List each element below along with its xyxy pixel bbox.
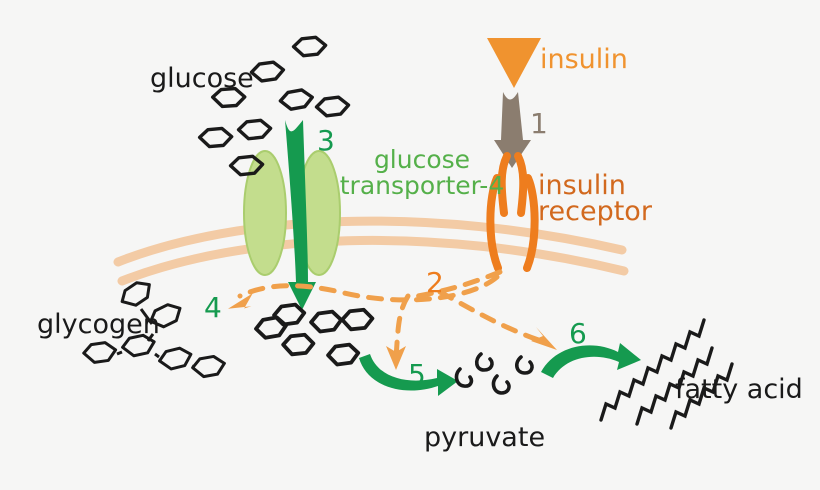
insulin-receptor-protein[interactable] [486,152,539,272]
step-number-4: 4 [204,291,222,324]
glut4-label-line1: glucose [374,145,470,174]
fatty-acid-label: fatty acid [675,374,803,405]
receptor-inner-right-arm [514,152,528,217]
arrowhead-to-fatty-acid [531,327,557,350]
glycogen-molecule [82,281,226,379]
glucose-molecules-intracellular [254,302,375,367]
glycogen-bond [154,352,160,359]
glycogen-unit [121,333,156,358]
glucose-hexagon [340,307,375,332]
step-number-6: 6 [569,317,587,350]
pyruvate-squiggle [515,355,534,375]
glucose-hexagon [249,60,286,83]
pyruvate-molecules [454,352,534,395]
signal-branch-to-pyruvate [393,293,411,361]
insulin-molecule [487,38,541,88]
glycogen-bond [146,333,155,342]
arrowhead-to-pyruvate [386,346,406,370]
glucose-hexagon [197,126,234,149]
glucose-hexagon [281,332,316,357]
glucose-hexagon [228,154,265,177]
pyruvate-squiggle [474,352,494,372]
arrow-5-shape [359,354,458,396]
fatty-acid-chain [669,362,734,430]
pyruvate-squiggle [491,374,511,395]
step-number-5: 5 [408,358,426,391]
arrow-3-shape [285,120,316,310]
glycolysis-arrow [359,354,458,396]
glucose-hexagon [278,88,314,111]
arrow-1-shape [494,92,531,168]
pyruvate-label: pyruvate [424,422,545,453]
glycogen-label: glycogen [37,309,160,340]
fatty-acid-chain [599,318,706,422]
insulin-receptor-label-line1: insulin [538,170,626,201]
receptor-outer-right-arc [523,174,539,272]
insulin-label: insulin [540,44,628,75]
fatty-acid-chain [635,346,714,426]
insulin-receptor-label-line2: receptor [538,196,653,227]
fatty-acid-molecules [599,318,734,430]
glycogen-bond [139,308,154,325]
membrane-inner-line [117,235,629,286]
cell-membrane [113,216,629,286]
glucose-hexagon [236,118,273,141]
glycogen-unit [149,303,182,329]
step-number-3: 3 [317,124,335,157]
glycogen-bond [116,350,123,356]
pyruvate-squiggle [454,367,474,388]
signal-stem [415,269,503,299]
glucose-hexagon [254,315,288,340]
glycogen-unit [158,346,193,371]
glucose-hexagon [210,86,247,109]
signaling-cascade [237,269,547,361]
insulin-triangle [487,38,541,88]
signaling-arrowheads [228,293,557,370]
receptor-inner-left-arm [497,152,511,217]
glucose-hexagon [326,342,361,367]
glut4-left-lobe [243,150,287,276]
fatty-acid-synthesis-arrow [541,343,641,378]
glycogen-bond [191,364,195,369]
signal-branch-to-fatty-acid [437,289,547,345]
membrane-outer-line [113,216,627,267]
glucose-uptake-arrow [285,120,316,310]
glycogen-unit [82,341,118,364]
glycogen-unit [191,354,226,379]
signal-branch-to-glycogen [237,274,500,303]
receptor-outer-left-arc [486,174,502,272]
glut4-label-line2: transporter-4 [340,171,505,200]
arrow-6-shape [541,343,641,378]
step-number-1: 1 [530,107,548,140]
insulin-binding-arrow [494,92,531,168]
glycogen-unit [120,281,151,307]
glucose-molecules-extracellular [197,35,351,177]
step-number-2: 2 [426,266,444,299]
glucose-hexagon [314,95,351,118]
glucose-transporter-4-protein[interactable] [243,150,341,276]
glucose-label: glucose [150,63,254,94]
arrowhead-to-glycogen [228,293,253,309]
glucose-hexagon [291,35,328,58]
